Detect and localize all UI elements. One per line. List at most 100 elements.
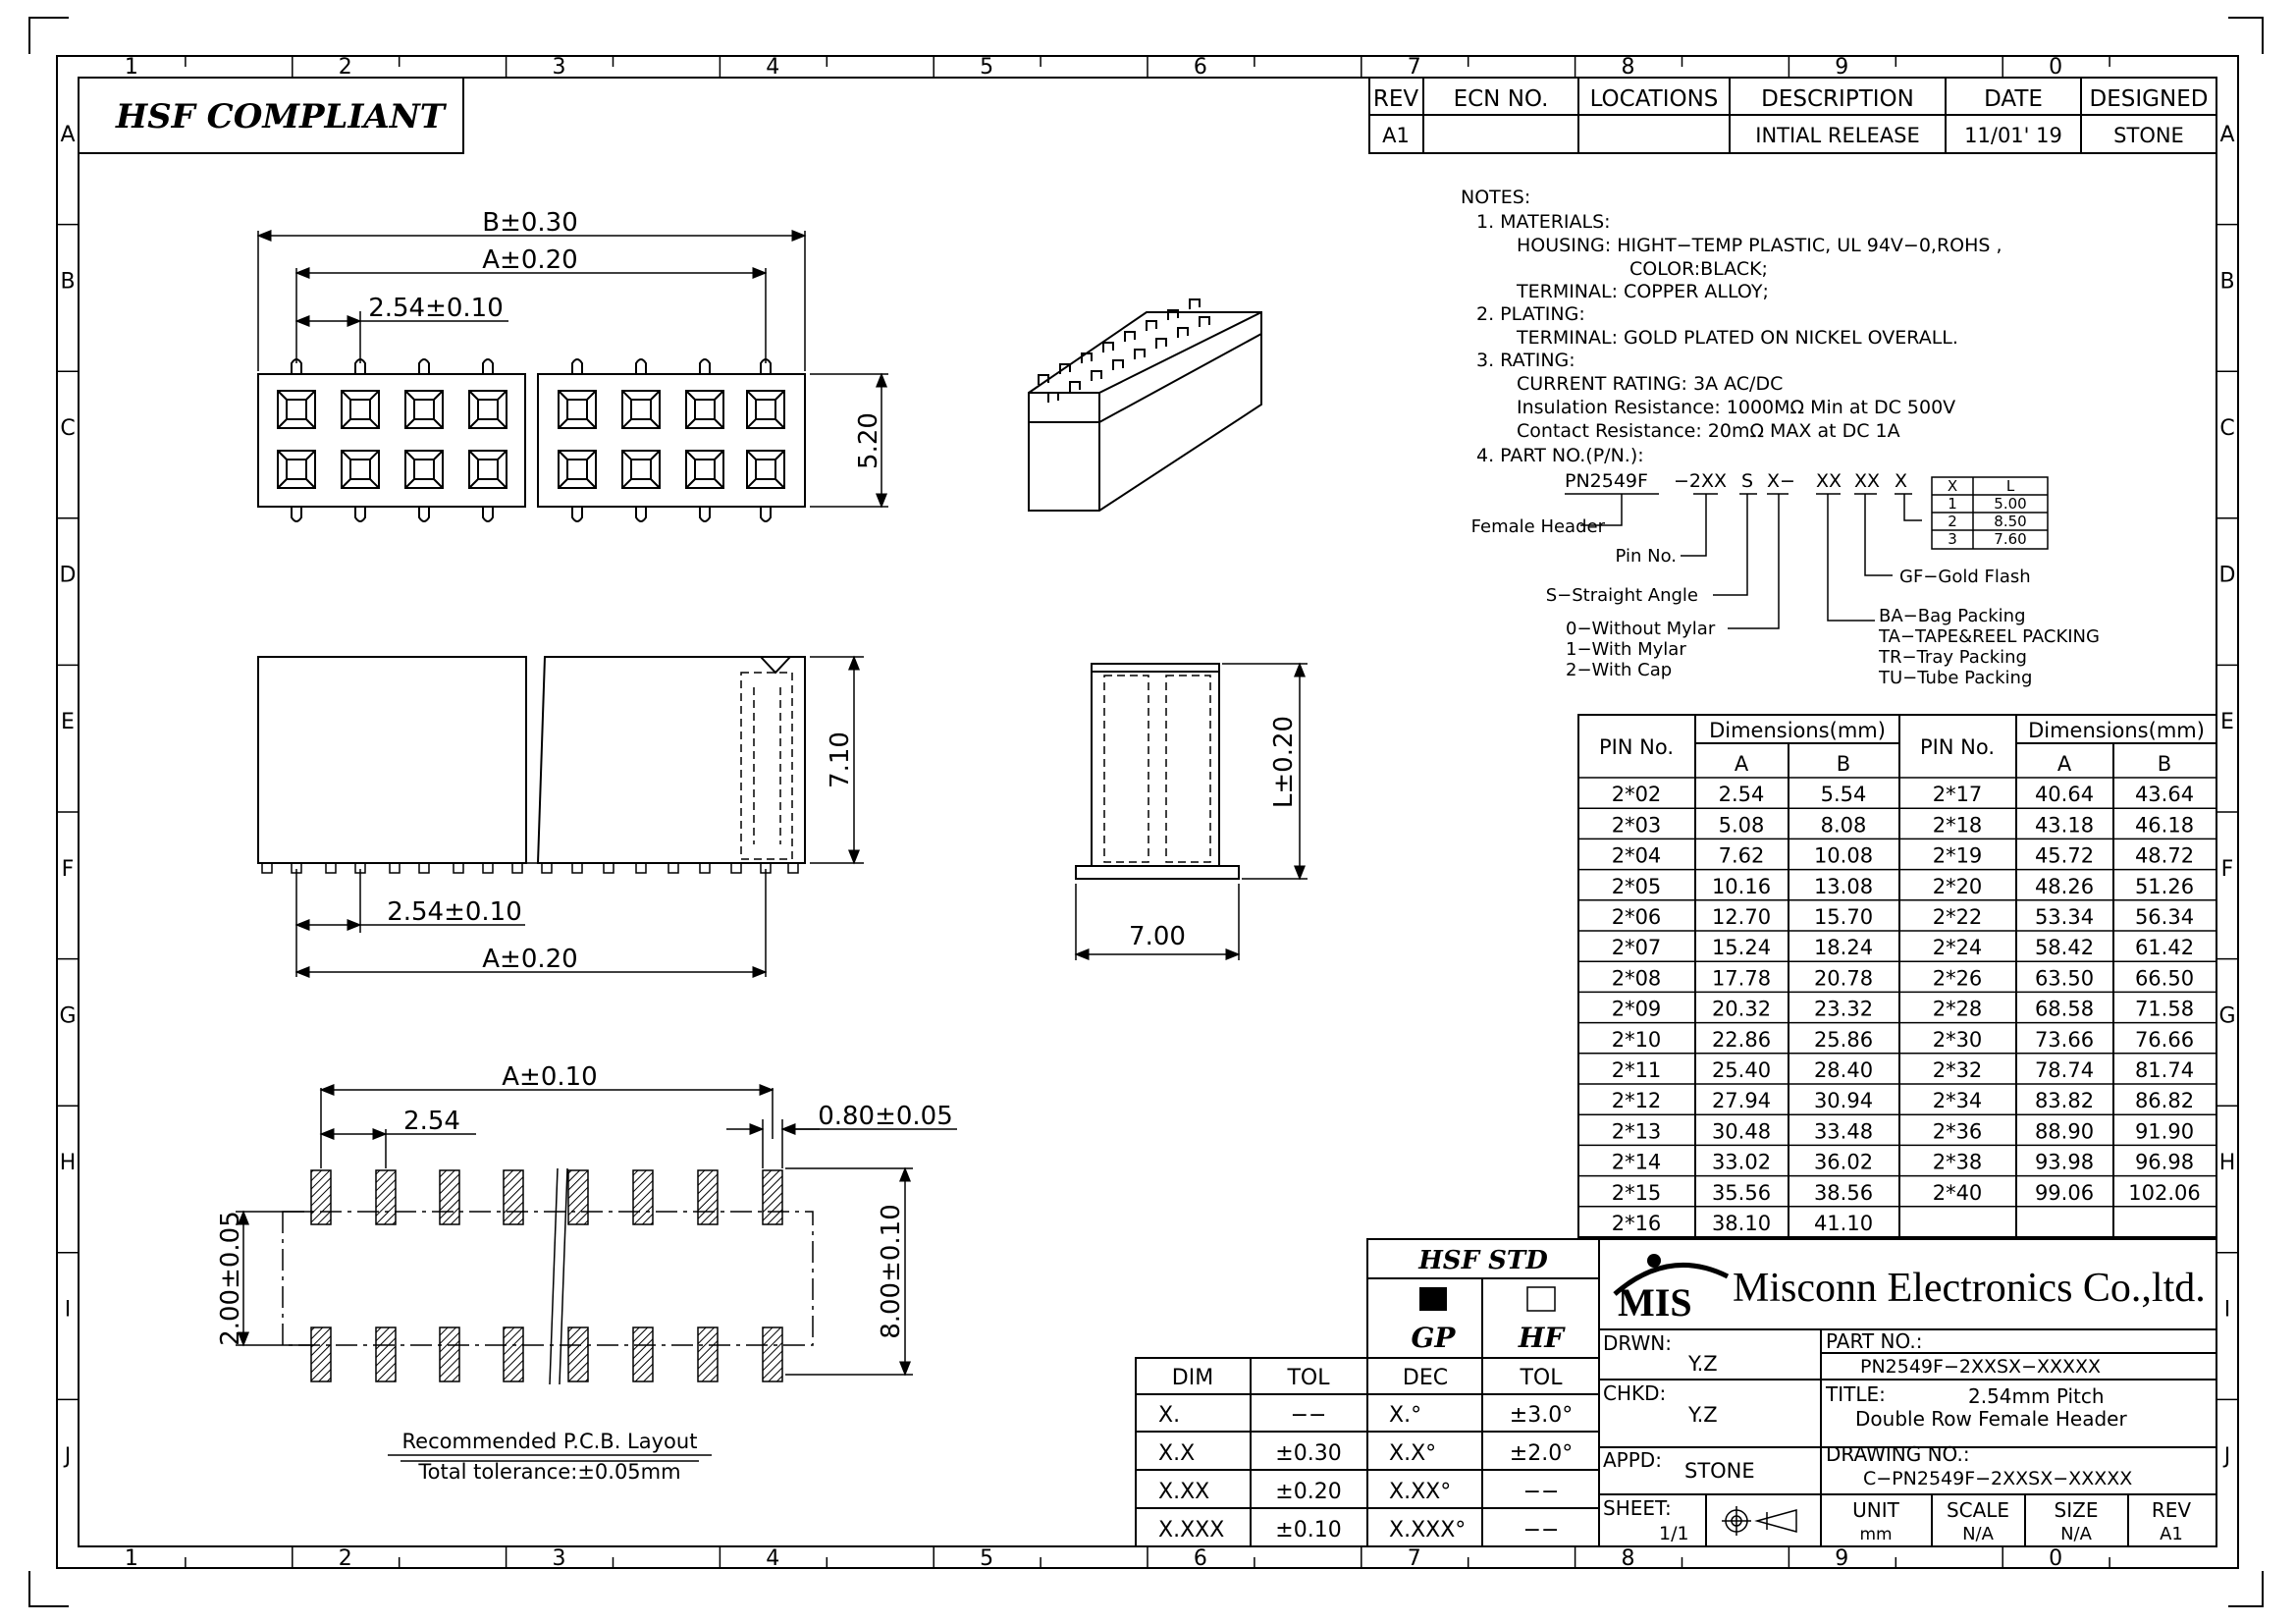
straight-label: S−Straight Angle <box>1546 585 1698 606</box>
iso-pin <box>1189 298 1201 309</box>
hsf-cell: X.XXX° <box>1389 1518 1466 1543</box>
side-pin <box>511 862 523 874</box>
dim-table-cell: 5.54 <box>1821 783 1867 806</box>
hsf-cell: X.° <box>1389 1403 1421 1428</box>
isometric-view <box>1028 298 1262 512</box>
contact-cavity-inner <box>413 399 435 420</box>
dim-table-cell: 2*32 <box>1933 1058 1983 1082</box>
cavity-edge <box>746 390 757 401</box>
dim-table-cell: 5.08 <box>1719 813 1765 837</box>
contact-cavity-inner <box>694 399 716 420</box>
notes-line: HOUSING: HIGHT−TEMP PLASTIC, UL 94V−0,RO… <box>1517 235 2002 256</box>
l-table-cell: 2 <box>1948 513 1957 530</box>
cavity-edge <box>433 450 444 460</box>
dim-table-cell: 18.24 <box>1814 936 1873 959</box>
dim-table-cell: 2*02 <box>1612 783 1662 806</box>
pin-tail <box>635 507 647 522</box>
zone-row-label: C <box>60 416 75 441</box>
gold-label: GF−Gold Flash <box>1899 567 2031 587</box>
side-pin <box>571 862 583 874</box>
zone-row-label: G <box>59 1003 76 1028</box>
side-pin <box>699 862 711 874</box>
packing-label: TA−TAPE&REEL PACKING <box>1878 626 2100 647</box>
cavity-edge <box>650 418 661 429</box>
zone-column-label: 6 <box>1194 1546 1207 1571</box>
cavity-edge <box>558 418 568 429</box>
rev-header-locations: LOCATIONS <box>1590 86 1719 112</box>
zone-row-label: H <box>60 1151 77 1175</box>
zone-column-label: 9 <box>1835 55 1848 80</box>
dim-table-cell: 22.86 <box>1712 1028 1771 1052</box>
pcb-pad <box>567 1169 589 1225</box>
l-table-cell: 8.50 <box>1994 513 2026 530</box>
dim-table-cell: 2*26 <box>1933 966 1983 990</box>
part-code: PN2549F −2XX S X− XX XX X Female Header <box>1471 470 2100 688</box>
cavity-edge <box>774 418 785 429</box>
tol-cell: ±0.10 <box>1275 1518 1341 1543</box>
zone-row-label: D <box>2219 564 2236 588</box>
iso-pin <box>1038 374 1049 385</box>
contact-cavity <box>746 390 785 429</box>
part-code-s: S <box>1741 470 1753 492</box>
dim-table-cell: 20.78 <box>1814 966 1873 990</box>
cavity-edge <box>277 390 288 401</box>
side-pin <box>541 862 553 874</box>
dim-top-a: A±0.20 <box>482 245 577 275</box>
zone-row-label: I <box>2224 1298 2231 1323</box>
dim-table-cell: 2*09 <box>1612 998 1662 1021</box>
cavity-edge <box>404 478 415 489</box>
zone-column-label: 2 <box>339 1546 352 1571</box>
contact-cavity <box>468 390 507 429</box>
dim-table-cell: 17.78 <box>1712 966 1771 990</box>
contact-cavity <box>685 450 724 489</box>
tol-header-dim: DIM <box>1172 1366 1213 1390</box>
hsf-std-title: HSF STD <box>1417 1246 1548 1275</box>
contact-cavity-inner <box>566 459 588 480</box>
dim-table-cell: 2*04 <box>1612 844 1662 868</box>
dim-table-sub-b-2: B <box>2158 752 2171 776</box>
cavity-edge <box>404 418 415 429</box>
dim-table-cell: 45.72 <box>2035 844 2094 868</box>
dim-table-cell: 2*10 <box>1612 1028 1662 1052</box>
dim-table-cell: 43.18 <box>2035 813 2094 837</box>
cavity-edge <box>369 478 380 489</box>
cavity-edge <box>497 478 507 489</box>
iso-pin <box>1124 331 1136 342</box>
dim-table-cell: 2*38 <box>1933 1151 1983 1174</box>
dim-table-header-pin: PIN No. <box>1599 735 1674 759</box>
notes-line: 3. RATING: <box>1476 350 1575 371</box>
contact-cavity <box>468 450 507 489</box>
contact-cavity-inner <box>477 459 499 480</box>
pcb-pad <box>503 1169 524 1225</box>
drawing-no-value: C−PN2549F−2XXSX−XXXXX <box>1863 1468 2132 1489</box>
dim-top-height: 5.20 <box>854 412 883 469</box>
cavity-edge <box>305 390 316 401</box>
dim-pcb-a: A±0.10 <box>502 1062 597 1092</box>
cavity-edge <box>341 450 351 460</box>
pcb-pad <box>567 1326 589 1382</box>
dim-table-cell: 2*16 <box>1612 1212 1662 1235</box>
iso-pin <box>1081 352 1093 363</box>
size-label: SIZE <box>2055 1498 2099 1522</box>
dim-table-cell: 68.58 <box>2035 998 2094 1021</box>
cavity-edge <box>746 450 757 460</box>
dim-table-cell: 99.06 <box>2035 1181 2094 1205</box>
dim-table-cell: 91.90 <box>2135 1119 2194 1143</box>
hsf-cell: −− <box>1523 1480 1560 1504</box>
pin-tail <box>760 507 772 522</box>
rev-label: REV <box>2152 1498 2192 1522</box>
cavity-edge <box>404 390 415 401</box>
cavity-edge <box>468 478 479 489</box>
compliance-box <box>78 77 464 154</box>
dim-pcb-row: 2.00±0.05 <box>216 1211 245 1346</box>
pin-tail <box>418 358 430 374</box>
cavity-edge <box>404 450 415 460</box>
cavity-edge <box>685 478 696 489</box>
female-header-label: Female Header <box>1471 516 1606 537</box>
tol-cell: X.XX <box>1158 1480 1209 1504</box>
cavity-edge <box>650 390 661 401</box>
dim-table-cell: 2*19 <box>1933 844 1983 868</box>
logo-text: MIS <box>1618 1280 1692 1325</box>
iso-pin <box>1069 381 1081 392</box>
zone-row-label: F <box>62 857 75 882</box>
